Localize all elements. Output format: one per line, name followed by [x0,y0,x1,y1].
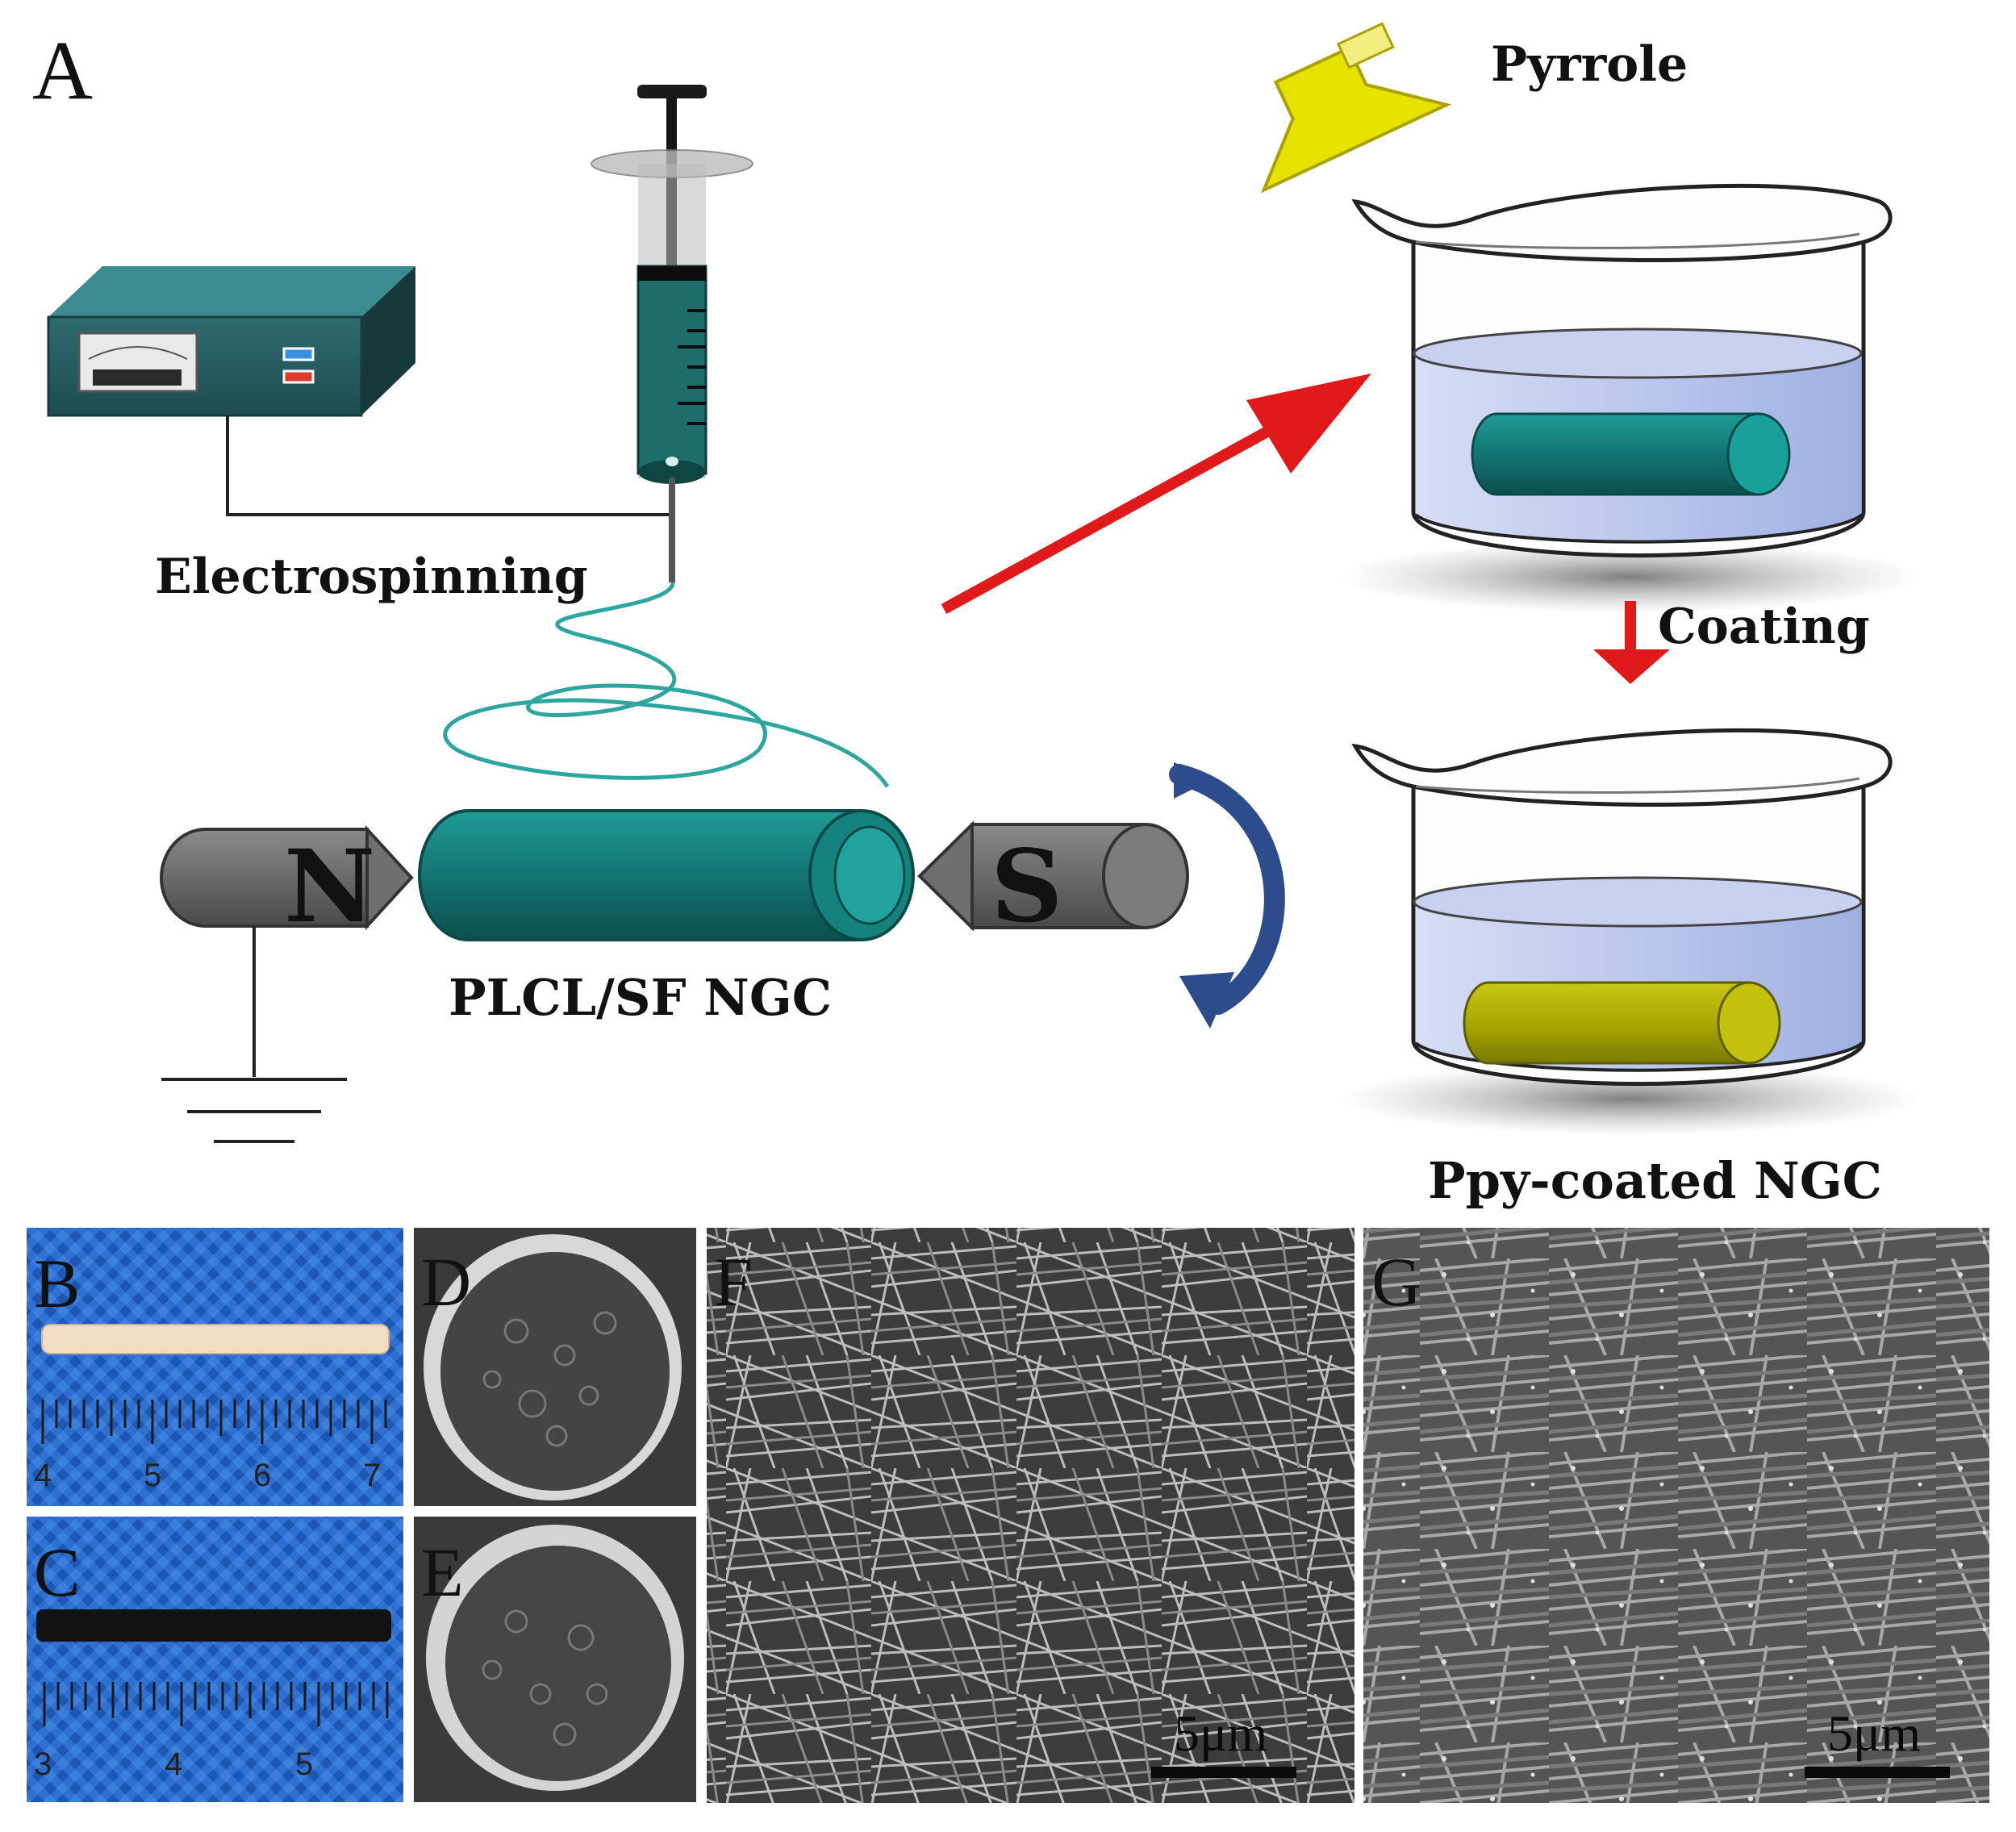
panel-f-sem [707,1228,1354,1803]
coating-label: Coating [1658,599,1870,655]
ppy-coated-ngc-label: Ppy-coated NGC [1428,1151,1882,1210]
electrospun-jet [443,582,890,788]
ppy-conduit-in-beaker [1463,981,1781,1065]
panel-d-sem [414,1228,696,1506]
magnet-n-label: N [284,828,375,945]
ppy-conduit-photo [36,1609,391,1642]
panel-c-photo [27,1517,403,1802]
ruler-b-tick-4: 4 [34,1458,52,1493]
plcl-sf-ngc-label: PLCL/SF NGC [449,968,832,1027]
teal-conduit-in-beaker [1471,412,1791,496]
panel-g-sem [1363,1228,1989,1803]
scale-label-f: 5μm [1174,1705,1267,1762]
ground-symbol [161,1078,347,1143]
magnet-s-label: S [991,828,1063,945]
ruler-b-tick-7: 7 [363,1458,381,1493]
n-magnet [160,824,414,1143]
coating-arrow [1593,601,1670,684]
power-supply [47,266,415,417]
ruler-c-tick-3: 3 [34,1746,52,1782]
panel-e-sem [414,1517,696,1802]
pyrrole-flask [1260,22,1452,194]
beaker-lower [1339,728,1920,1135]
electrospinning-label: Electrospinning [155,549,588,605]
panel-letter-g: G [1371,1243,1421,1321]
panel-letter-e: E [421,1534,464,1611]
panel-letter-d: D [421,1243,471,1321]
transfer-arrow [941,373,1371,615]
panel-b-photo [27,1228,403,1506]
panel-letter-c: C [34,1534,80,1611]
beaker-upper [1339,183,1920,613]
plcl-sf-conduit [418,809,915,941]
pyrrole-label: Pyrrole [1491,36,1688,93]
red-switch [282,369,315,384]
ruler-b-tick-5: 5 [144,1458,161,1493]
ruler-c-tick-5: 5 [295,1746,313,1782]
panel-letter-a: A [32,24,93,117]
syringe [591,85,753,582]
ruler-b-tick-6: 6 [253,1458,271,1493]
panel-letter-f: F [714,1243,753,1321]
s-magnet [917,820,1189,932]
scale-label-g: 5μm [1827,1705,1921,1762]
blue-switch [282,347,315,361]
voltage-wire [226,415,670,516]
ruler-c-tick-4: 4 [165,1746,182,1782]
rotation-arrow [1169,762,1285,1029]
plcl-sf-conduit-photo [41,1324,390,1354]
panel-letter-b: B [34,1245,80,1322]
